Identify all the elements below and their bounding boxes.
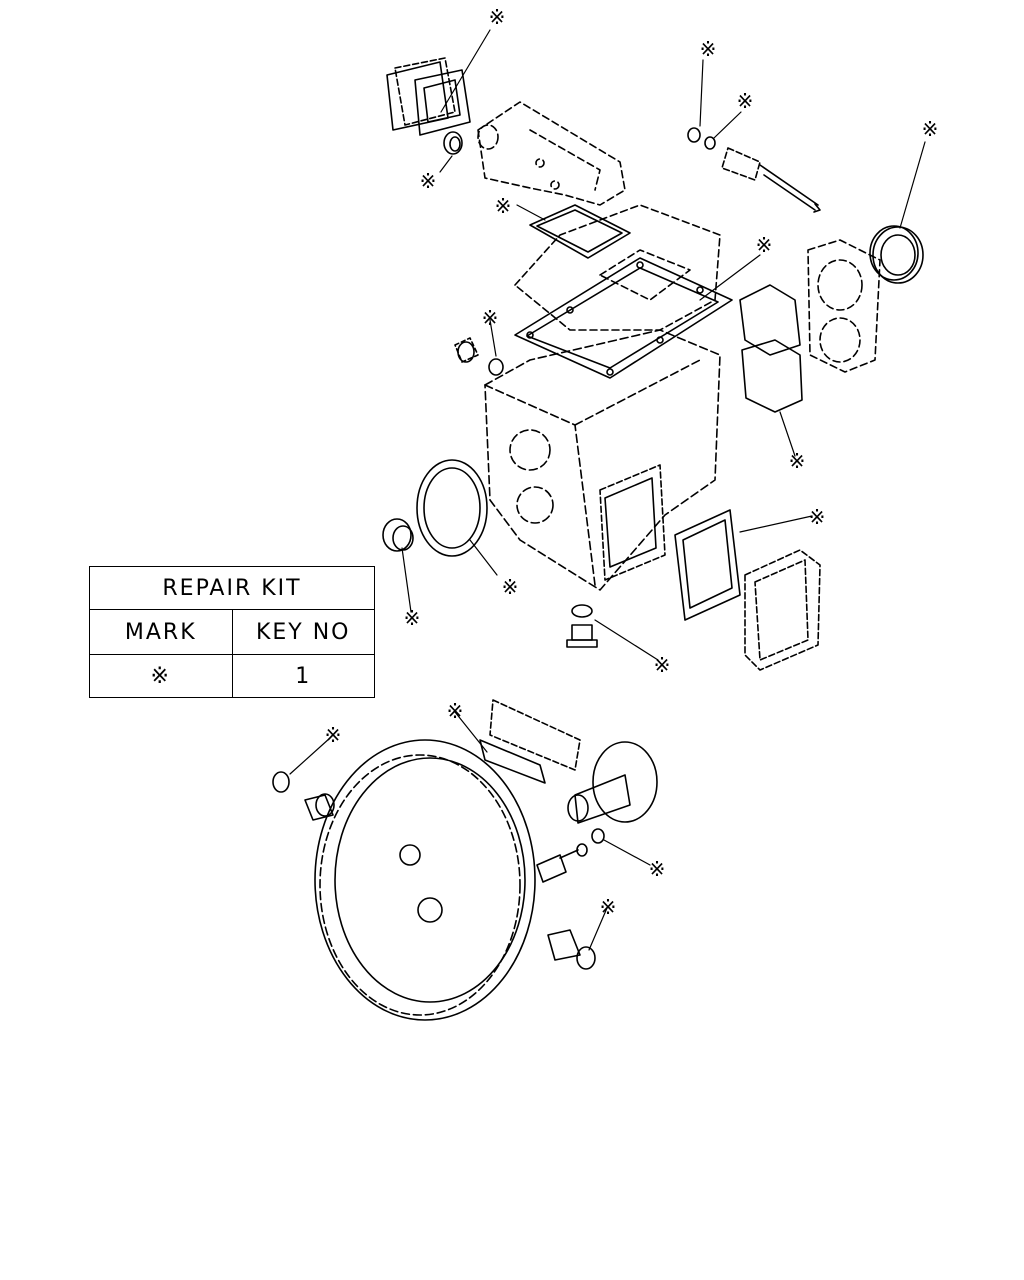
callout-mark: ※ xyxy=(809,505,826,529)
o-ring-upper xyxy=(687,127,701,143)
top-cover-gasket xyxy=(529,204,631,259)
case-side-openings xyxy=(599,464,666,581)
inspection-cover xyxy=(489,699,581,771)
callout-mark: ※ xyxy=(600,895,617,919)
callout-mark: ※ xyxy=(649,857,666,881)
key-no-value: 1 xyxy=(231,654,375,698)
bolt-lower xyxy=(536,849,579,883)
shift-housing xyxy=(477,101,626,206)
key-no-header: KEY NO xyxy=(231,609,375,655)
callout-symbols: ※ ※ ※ ※ ※ ※ ※ ※ ※ ※ ※ ※ ※ ※ ※ ※ ※ xyxy=(325,5,939,919)
washer-lower xyxy=(576,843,588,857)
drain-plug xyxy=(566,624,598,648)
callout-mark: ※ xyxy=(420,169,437,193)
callout-mark: ※ xyxy=(495,194,512,218)
side-cover xyxy=(744,549,821,671)
callout-mark: ※ xyxy=(447,699,464,723)
callout-mark: ※ xyxy=(502,575,519,599)
repair-kit-table: REPAIR KIT MARK KEY NO ※ 1 xyxy=(89,566,375,698)
callout-mark: ※ xyxy=(789,449,806,473)
sleeve-lower xyxy=(547,929,596,970)
rear-housing xyxy=(807,239,881,373)
bearing-left xyxy=(382,518,414,552)
mark-value: ※ xyxy=(89,654,233,698)
top-cover-base-gasket xyxy=(514,257,733,379)
side-cover-gasket xyxy=(674,509,741,621)
o-ring-lower xyxy=(591,828,605,844)
transmission-case xyxy=(484,329,721,591)
top-cover-plate xyxy=(386,57,471,136)
leader-lines xyxy=(289,29,926,951)
rear-gasket-upper xyxy=(739,284,801,356)
inspection-gasket xyxy=(479,739,546,784)
breather-plug xyxy=(454,337,479,363)
seal-ring-top-left xyxy=(443,131,463,155)
bell-housing xyxy=(319,754,521,1016)
callout-mark: ※ xyxy=(737,89,754,113)
bell-housing-flange xyxy=(314,739,536,1021)
sleeve-left xyxy=(304,793,335,821)
callout-mark: ※ xyxy=(700,37,717,61)
callout-mark: ※ xyxy=(489,5,506,29)
washer-upper xyxy=(704,136,716,150)
mark-header: MARK xyxy=(89,609,233,655)
callout-mark: ※ xyxy=(654,653,671,677)
callout-mark: ※ xyxy=(404,606,421,630)
callout-mark: ※ xyxy=(756,233,773,257)
drain-o-ring xyxy=(571,604,593,618)
seal-ring-mid-left xyxy=(488,358,504,376)
bearing-retainer xyxy=(567,741,658,824)
front-gasket xyxy=(416,459,488,557)
top-cover xyxy=(514,204,721,331)
callout-mark: ※ xyxy=(482,306,499,330)
shift-rod xyxy=(721,147,821,213)
callout-mark: ※ xyxy=(922,117,939,141)
bushing-left xyxy=(272,771,290,793)
bearing-right xyxy=(869,225,924,284)
callout-mark: ※ xyxy=(325,723,342,747)
rear-gasket-lower xyxy=(741,339,803,413)
repair-kit-title: REPAIR KIT xyxy=(89,566,375,610)
